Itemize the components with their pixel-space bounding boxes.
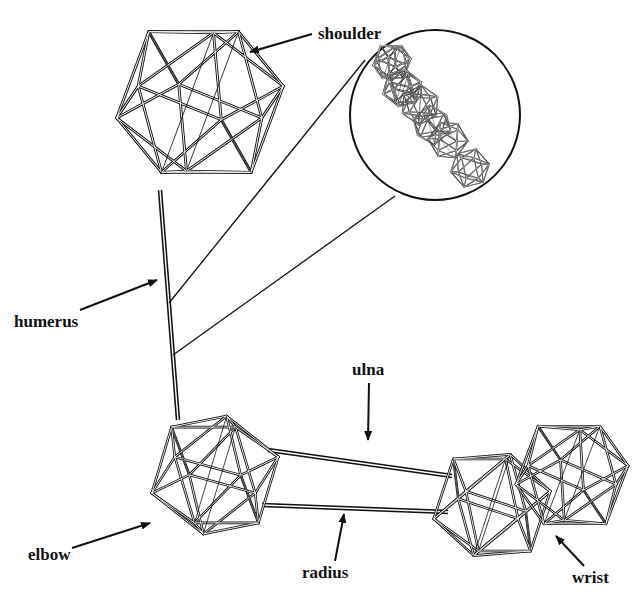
part-label: humerus bbox=[14, 312, 78, 332]
part-label: radius bbox=[302, 563, 348, 583]
icosahedron bbox=[117, 32, 284, 173]
icosahedron bbox=[152, 416, 278, 534]
zoom-circle bbox=[350, 30, 520, 200]
icosahedron bbox=[451, 149, 490, 187]
part-label: ulna bbox=[352, 360, 384, 380]
icosahedron bbox=[516, 426, 628, 524]
bone-struts bbox=[160, 190, 452, 512]
leader-arrows bbox=[72, 34, 584, 566]
icosahedron bbox=[434, 454, 550, 555]
part-label: wrist bbox=[572, 568, 609, 588]
icosahedron bbox=[413, 105, 450, 144]
icosahedron bbox=[373, 46, 410, 79]
icosahedra bbox=[117, 32, 628, 556]
icosahedron bbox=[402, 85, 437, 125]
part-label: elbow bbox=[28, 545, 71, 565]
part-label: shoulder bbox=[318, 24, 381, 44]
icosahedron bbox=[383, 70, 421, 107]
